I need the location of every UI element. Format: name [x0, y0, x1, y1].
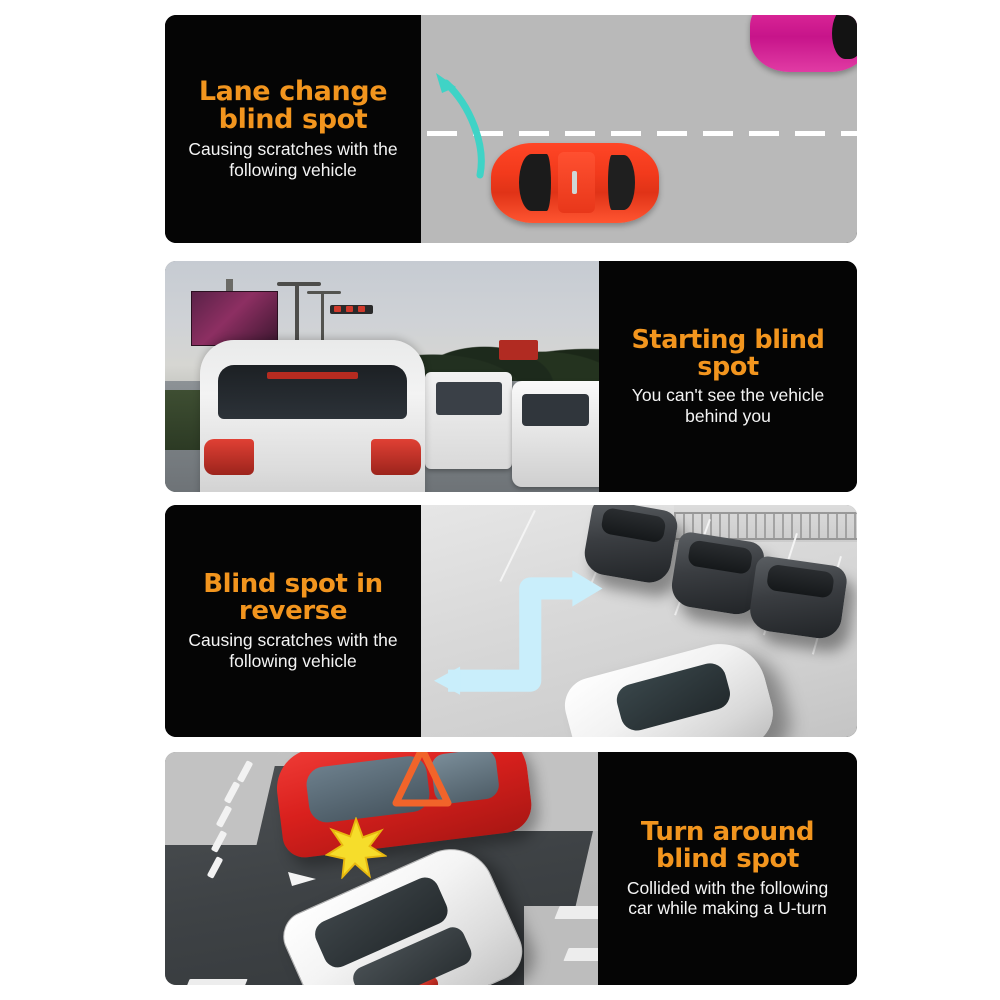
tail-light-right [371, 438, 421, 475]
panel-starting-text: Starting blind spot You can't see the ve… [599, 261, 857, 492]
panel-reverse: Blind spot in reverse Causing scratches … [165, 505, 857, 737]
warning-triangle-icon [392, 752, 452, 807]
distant-red-truck [499, 339, 539, 361]
panel-turn-around-subline: Collided with the following car while ma… [626, 877, 829, 919]
traffic-light [329, 304, 374, 314]
u-turn-direction-arrow-icon [288, 872, 317, 887]
vehicle-parked-dark-3 [747, 554, 849, 641]
panel-turn-around-headline: Turn around blind spot [640, 816, 815, 874]
street-lamp [277, 281, 322, 365]
panel-turn-around-text: Turn around blind spot Collided with the… [598, 752, 857, 985]
panel-lane-change-subline: Causing scratches with the following veh… [188, 139, 398, 180]
panel-reverse-subline: Causing scratches with the following veh… [188, 630, 398, 671]
vehicle-red-car [490, 142, 659, 223]
panel-starting-headline: Starting blind spot [631, 325, 825, 382]
panel-lane-change-media [421, 15, 857, 243]
tail-light-left [204, 438, 254, 475]
vehicle-lead-white-car [199, 339, 426, 492]
crosswalk-stripe [184, 978, 248, 985]
panel-starting-subline: You can't see the vehicle behind you [631, 385, 825, 426]
panel-starting-media [165, 261, 599, 492]
panel-turn-around-media [165, 752, 598, 985]
street-lamp [307, 291, 342, 361]
panel-lane-change-headline: Lane change blind spot [198, 76, 388, 136]
panel-lane-change-text: Lane change blind spot Causing scratches… [165, 15, 421, 243]
crosswalk-stripe [554, 905, 598, 919]
tail-light-right [399, 972, 441, 985]
panel-turn-around: Turn around blind spot Collided with the… [165, 752, 857, 985]
collision-impact-icon [325, 817, 388, 880]
panel-starting: Starting blind spot You can't see the ve… [165, 261, 857, 492]
panel-reverse-text: Blind spot in reverse Causing scratches … [165, 505, 421, 737]
red-car-stripe [572, 171, 578, 194]
vehicle-white-suv [512, 381, 599, 488]
curb-right-bottom [524, 905, 598, 985]
brake-light-bar [267, 371, 358, 379]
lane-change-arrow-icon [435, 73, 485, 179]
lane-marking-dashes [421, 131, 857, 137]
panel-reverse-headline: Blind spot in reverse [203, 569, 383, 627]
crosswalk-stripe [563, 947, 598, 961]
panel-reverse-media [421, 505, 857, 737]
scene-top-down-road [421, 15, 857, 243]
vehicle-white-van [425, 371, 513, 469]
led-billboard [191, 291, 278, 347]
vehicle-magenta-car [750, 15, 857, 73]
panel-lane-change: Lane change blind spot Causing scratches… [165, 15, 857, 243]
scene-u-turn-collision [165, 752, 598, 985]
scene-dashcam-traffic [165, 261, 599, 492]
scene-parking-lot-reverse [421, 505, 857, 737]
reverse-path-arrow-icon [434, 570, 603, 696]
